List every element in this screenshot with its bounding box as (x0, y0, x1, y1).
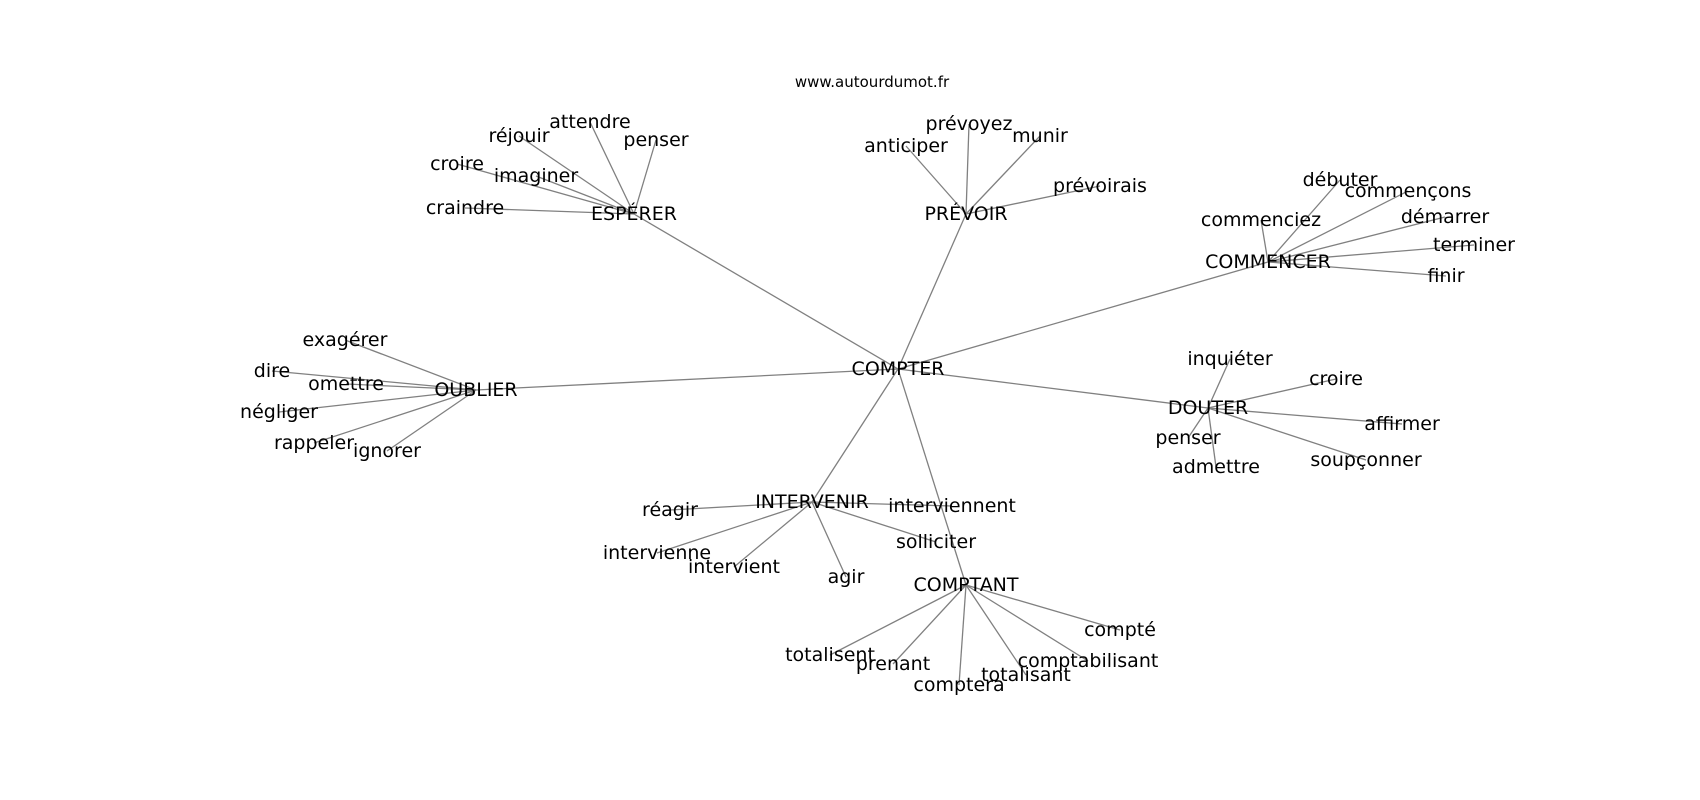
edge-hub-leaf (386, 389, 477, 452)
edge-hub-leaf (1267, 216, 1446, 263)
edge-root-hub (897, 261, 1269, 370)
edge-hub-leaf (1267, 190, 1409, 263)
leaf-node-label: craindre (426, 197, 504, 219)
leaf-node-label: exagérer (303, 329, 388, 351)
leaf-node-label: intervienne (603, 542, 711, 564)
edge-hub-leaf (344, 339, 477, 391)
leaf-node-label: agir (828, 566, 865, 588)
leaf-node-label: terminer (1433, 234, 1515, 256)
edge-hub-leaf (958, 584, 967, 686)
root-node-label: COMPTER (852, 358, 945, 380)
leaf-node-label: interviennent (888, 495, 1016, 517)
edge-hub-leaf (1207, 378, 1337, 409)
leaf-node-label: débuter (1303, 169, 1378, 191)
edge-hub-leaf (965, 135, 1041, 215)
edge-hub-leaf (633, 139, 657, 215)
leaf-node-label: omettre (308, 373, 384, 395)
edge-hub-leaf (1207, 407, 1403, 425)
edge-hub-leaf (733, 501, 813, 568)
edge-hub-leaf (271, 370, 477, 391)
leaf-node-label: réjouir (488, 125, 549, 147)
edge-hub-leaf (278, 389, 477, 413)
leaf-node-label: négliger (240, 401, 318, 423)
hub-node-label: ESPÉRER (591, 202, 677, 225)
edge-hub-leaf (1207, 407, 1217, 468)
leaf-node-label: prenant (856, 653, 930, 675)
edge-hub-leaf (811, 501, 937, 543)
leaf-node-label: commençons (1345, 180, 1472, 202)
edge-root-hub (897, 368, 1209, 409)
graph-edges (271, 121, 1475, 686)
leaf-node-label: solliciter (896, 531, 976, 553)
edge-hub-leaf (829, 584, 967, 656)
leaf-node-label: réagir (642, 499, 698, 521)
edge-root-hub (633, 213, 899, 370)
edge-hub-leaf (669, 501, 813, 511)
hub-node-label: INTERVENIR (755, 491, 869, 513)
leaf-node-label: croire (1309, 368, 1363, 390)
edge-hub-leaf (345, 383, 477, 391)
leaf-node-label: munir (1012, 125, 1068, 147)
edge-hub-leaf (1260, 219, 1269, 263)
edge-hub-leaf (811, 501, 953, 507)
edge-hub-leaf (965, 185, 1101, 215)
edge-hub-leaf (1207, 358, 1231, 409)
edge-hub-leaf (1267, 244, 1475, 263)
edge-root-hub (897, 368, 967, 586)
leaf-node-label: penser (623, 129, 688, 151)
edge-hub-leaf (1187, 407, 1209, 439)
leaf-node-label: croire (430, 153, 484, 175)
leaf-node-label: démarrer (1401, 206, 1489, 228)
leaf-node-label: totalisent (785, 644, 875, 666)
leaf-node-label: compté (1084, 619, 1156, 641)
leaf-node-label: inquiéter (1187, 348, 1273, 370)
hub-node-label: PRÉVOIR (924, 202, 1007, 225)
hub-node-label: COMPTANT (913, 574, 1018, 596)
leaf-node-label: imaginer (494, 165, 579, 187)
edge-hub-leaf (518, 135, 635, 215)
edge-hub-leaf (313, 389, 477, 444)
edge-hub-leaf (965, 584, 1089, 662)
leaf-node-label: comptabilisant (1018, 650, 1159, 672)
edge-hub-leaf (965, 123, 970, 215)
leaf-node-label: anticiper (864, 135, 948, 157)
leaf-node-label: dire (254, 360, 290, 382)
leaf-node-label: prévoyez (926, 113, 1013, 135)
edge-root-hub (811, 368, 899, 503)
edge-hub-leaf (811, 501, 847, 578)
edge-hub-leaf (892, 584, 967, 665)
leaf-node-label: intervient (688, 556, 780, 578)
leaf-node-label: soupçonner (1310, 449, 1421, 471)
edge-hub-leaf (1267, 261, 1447, 277)
leaf-node-label: admettre (1172, 456, 1260, 478)
leaf-node-label: comptera (913, 674, 1004, 696)
edge-hub-leaf (1267, 179, 1341, 263)
leaf-node-label: prévoirais (1053, 175, 1147, 197)
edge-hub-leaf (656, 501, 813, 554)
leaf-node-label: attendre (549, 111, 630, 133)
edge-hub-leaf (965, 584, 1027, 676)
edge-hub-leaf (464, 207, 635, 215)
edge-hub-leaf (1207, 407, 1367, 461)
leaf-node-label: ignorer (353, 440, 421, 462)
hub-node-label: DOUTER (1168, 397, 1248, 419)
leaf-node-label: affirmer (1364, 413, 1440, 435)
hub-node-label: OUBLIER (434, 379, 517, 401)
edge-hub-leaf (535, 175, 635, 215)
leaf-node-label: totalisant (981, 664, 1071, 686)
edge-root-hub (475, 368, 899, 391)
leaf-node-label: commenciez (1201, 209, 1321, 231)
leaf-node-label: rappeler (274, 432, 354, 454)
edge-hub-leaf (456, 163, 635, 215)
edge-hub-leaf (589, 121, 635, 215)
leaf-node-label: finir (1427, 265, 1464, 287)
hub-node-label: COMMENCER (1205, 251, 1331, 273)
source-label: www.autourdumot.fr (795, 73, 950, 91)
edge-hub-leaf (965, 584, 1121, 631)
leaf-node-label: penser (1155, 427, 1220, 449)
edge-root-hub (897, 213, 967, 370)
edge-hub-leaf (905, 145, 967, 215)
